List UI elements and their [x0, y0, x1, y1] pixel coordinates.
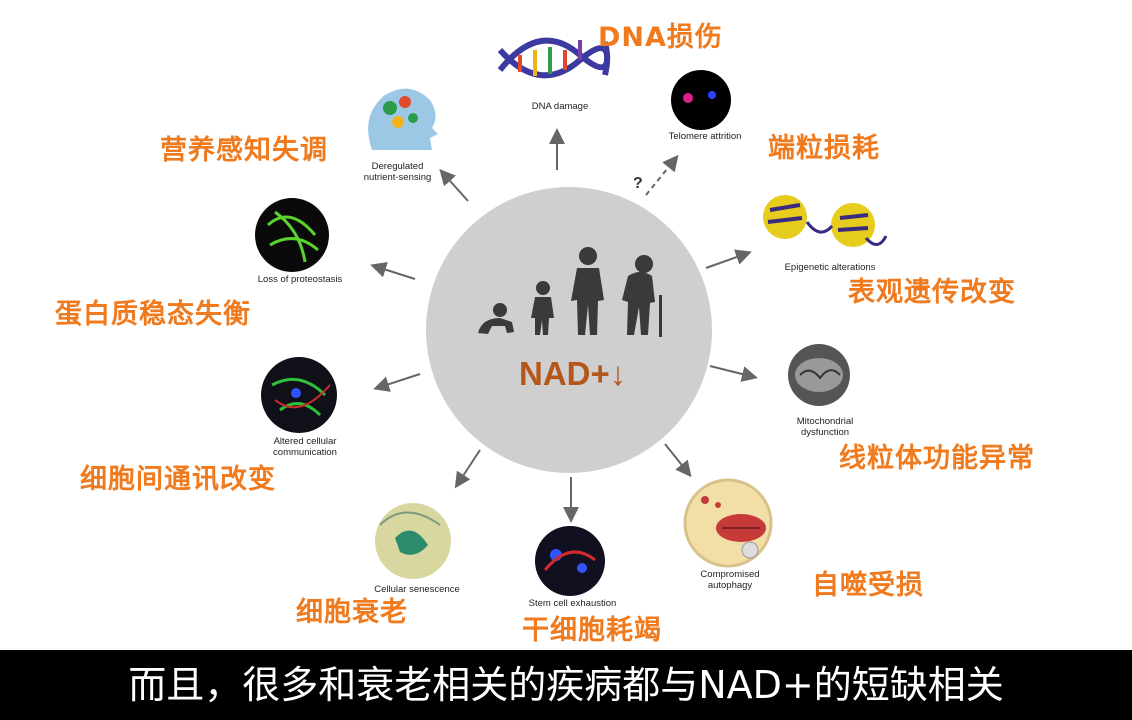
label-compromised-autophagy: Compromised autophagy	[700, 569, 760, 591]
proteostasis-icon	[255, 198, 329, 272]
mitochondria-icon	[788, 344, 850, 406]
aging-silhouettes-icon	[478, 247, 662, 337]
aging-hallmarks-diagram: ? NAD+↓ DNA damage Telomere attrition Ep…	[55, 22, 1035, 646]
label-mitochondrial-dysfunction: Mitochondrial dysfunction	[796, 416, 854, 438]
label-deregulated-nutrient-sensing: Deregulated nutrient-sensing	[363, 161, 432, 183]
center-circle	[426, 187, 712, 473]
nad-decline-label: NAD+↓	[519, 355, 627, 392]
cn-label-compromised-autophagy: 自噬受损	[812, 570, 924, 601]
subtitle-bar: 而且，很多和衰老相关的疾病都与NAD+的短缺相关	[0, 650, 1132, 720]
dna-helix-icon	[497, 37, 611, 79]
stem-cell-icon	[535, 526, 605, 596]
nutrient-sensing-head-icon	[368, 88, 438, 150]
cn-label-loss-of-proteostasis: 蛋白质稳态失衡	[55, 299, 251, 330]
cn-label-stem-cell-exhaustion: 干细胞耗竭	[522, 615, 662, 646]
label-cellular-senescence: Cellular senescence	[374, 584, 460, 595]
cn-label-telomere-attrition: 端粒损耗	[768, 133, 880, 164]
cn-label-mitochondrial-dysfunction: 线粒体功能异常	[839, 443, 1035, 474]
cn-label-cellular-senescence: 细胞衰老	[296, 597, 408, 628]
subtitle-text: 而且，很多和衰老相关的疾病都与NAD+的短缺相关	[128, 663, 1004, 707]
label-telomere-attrition: Telomere attrition	[668, 131, 742, 142]
cn-label-altered-communication: 细胞间通讯改变	[80, 464, 276, 495]
cn-label-epigenetic-alterations: 表观遗传改变	[848, 277, 1016, 308]
epigenetic-chromatin-icon	[763, 195, 888, 247]
label-stem-cell-exhaustion: Stem cell exhaustion	[528, 598, 617, 609]
label-dna-damage: DNA damage	[531, 101, 589, 112]
autophagy-icon	[683, 478, 773, 568]
radial-arrows	[370, 128, 758, 523]
label-altered-communication: Altered cellular communication	[273, 436, 337, 458]
telomere-icon	[671, 70, 731, 130]
cn-label-deregulated-nutrient-sensing: 营养感知失调	[160, 135, 328, 166]
label-epigenetic-alterations: Epigenetic alterations	[784, 262, 876, 273]
unknown-link-marker: ?	[633, 175, 643, 192]
cn-label-dna-damage: DNA损伤	[598, 22, 723, 53]
label-loss-of-proteostasis: Loss of proteostasis	[257, 274, 343, 285]
diagram-canvas: ?	[255, 37, 888, 596]
